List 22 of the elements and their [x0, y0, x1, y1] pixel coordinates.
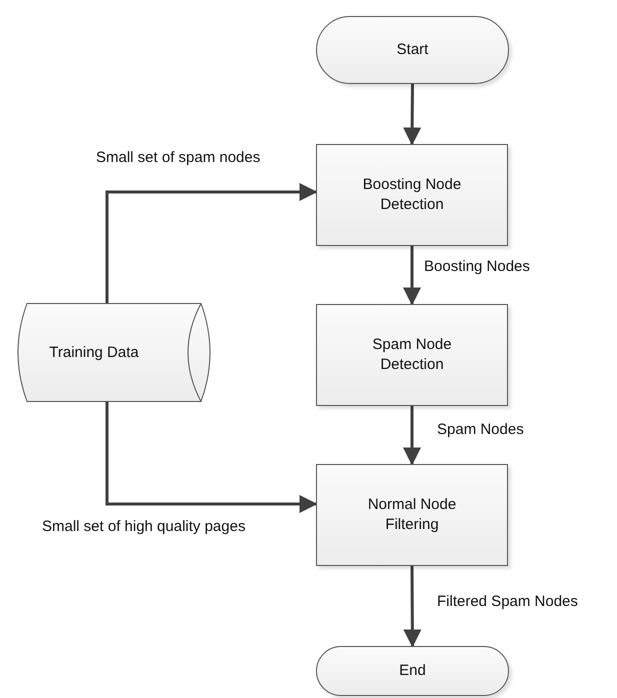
- arrow: [106, 402, 318, 513]
- edge-label: Small set of spam nodes: [96, 148, 260, 168]
- terminal-shape: [316, 16, 509, 84]
- edge-label: Spam Nodes: [437, 420, 524, 440]
- edge-label: Boosting Nodes: [424, 257, 530, 277]
- node-label: Start: [396, 40, 428, 60]
- process-box: [316, 464, 508, 566]
- process-box: [316, 144, 508, 246]
- node-label: Training Data: [49, 342, 139, 362]
- node-label: Spam Node Detection: [371, 335, 453, 375]
- node-label: End: [399, 661, 426, 681]
- edge-label: Filtered Spam Nodes: [437, 592, 578, 612]
- arrow: [403, 406, 421, 466]
- node-label: Normal Node Filtering: [366, 495, 458, 535]
- node-label: Boosting Node Detection: [362, 175, 462, 215]
- process-box: [316, 304, 508, 406]
- arrow: [106, 183, 318, 303]
- arrow: [403, 84, 422, 146]
- edge-label: Small set of high quality pages: [42, 517, 246, 537]
- arrow: [403, 246, 421, 306]
- terminal-shape: [316, 646, 509, 696]
- arrow: [403, 566, 422, 648]
